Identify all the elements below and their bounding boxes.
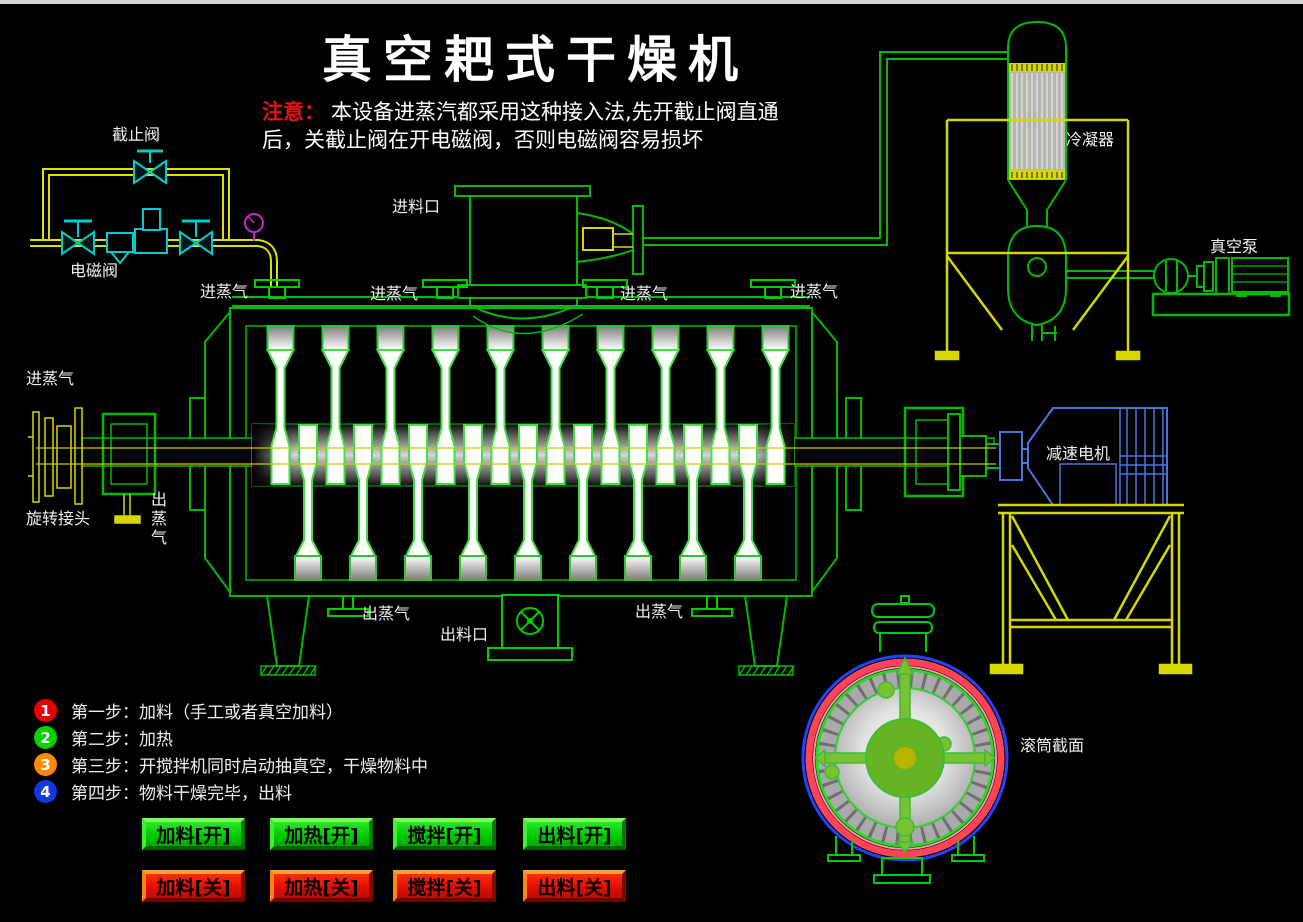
solenoid-valve-icon [106,208,168,265]
step-row-4: 4 第四步：物料干燥完毕，出料 [34,779,292,804]
label-drum-section: 滚筒截面 [1020,736,1085,755]
shaft-centerlines [36,447,996,465]
discharge-on-button[interactable]: 出料[开] [523,818,626,850]
gate-valve-icon [61,219,213,256]
condenser-group [1007,20,1154,341]
label-steam-in-1: 进蒸气 [200,282,249,301]
step-2-badge: 2 [34,726,57,749]
stir-off-button[interactable]: 搅拌[关] [393,870,496,902]
drum-legs [827,836,985,884]
label-vacuum-pump: 真空泵 [1210,237,1259,256]
label-steam-in-4: 进蒸气 [790,282,839,301]
label-steam-out-1: 出蒸气 [362,604,411,623]
steam-bypass-piping [30,149,278,286]
stir-on-button[interactable]: 搅拌[开] [393,818,496,850]
tube-ticks [1011,64,1063,178]
discharge-off-button[interactable]: 出料[关] [523,870,626,902]
label-steam-in-2: 进蒸气 [370,284,419,303]
motor-stand [989,503,1193,675]
dryer-legs [260,595,794,676]
warning-text: 本设备进蒸汽都采用这种接入法,先开截止阀直通后，关截止阀在开电磁阀，否则电磁阀容… [262,100,779,152]
step-1-text: 第一步：加料（手工或者真空加料） [71,703,343,723]
label-steam-out-2: 出蒸气 [635,602,684,621]
step-row-3: 3 第三步：开搅拌机同时启动抽真空，干燥物料中 [34,752,428,777]
heat-on-button[interactable]: 加热[开] [270,818,373,850]
heat-off-button[interactable]: 加热[关] [270,870,373,902]
drum-section-group [801,595,1009,884]
rotary-joint-group [28,407,141,524]
label-gear-motor: 减速电机 [1046,444,1111,463]
rake-blades [265,325,791,581]
step-3-badge: 3 [34,753,57,776]
gear-motor-group [947,407,1168,506]
step-1-badge: 1 [34,699,57,722]
pressure-gauge-icon [244,213,264,241]
vacuum-pump-group [1151,257,1291,317]
leg-hatching [260,665,795,676]
stop-valve-icon [133,149,167,185]
label-steam-in-3: 进蒸气 [620,284,669,303]
step-row-2: 2 第二步：加热 [34,725,173,750]
feed-hopper [454,185,644,335]
label-stop-valve: 截止阀 [112,125,161,144]
sight-glass-icon [582,227,633,251]
vapor-pipe [643,51,1008,246]
window-top-edge [0,0,1303,4]
warning-prefix: 注意： [262,100,325,124]
label-solenoid-valve: 电磁阀 [70,261,119,280]
steam-inlet-stubs [254,279,796,299]
step-4-badge: 4 [34,780,57,803]
discharge-group [487,594,573,661]
warning-note: 注意：本设备进蒸汽都采用这种接入法,先开截止阀直通后，关截止阀在开电磁阀，否则电… [262,99,780,154]
feed-on-button[interactable]: 加料[开] [142,818,245,850]
steam-outlet-stubs [327,597,733,617]
page-title: 真空耙式干燥机 [322,31,749,89]
step-4-text: 第四步：物料干燥完毕，出料 [71,784,292,804]
label-rotary-joint: 旋转接头 [26,509,91,528]
step-2-text: 第二步：加热 [71,730,173,750]
label-discharge-port: 出料口 [440,625,489,644]
label-condenser: 冷凝器 [1066,130,1115,149]
condenser-frame [934,118,1141,361]
step-row-1: 1 第一步：加料（手工或者真空加料） [34,698,343,723]
step-3-text: 第三步：开搅拌机同时启动抽真空，干燥物料中 [71,757,428,777]
label-steam-in-left: 进蒸气 [26,369,75,388]
feed-off-button[interactable]: 加料[关] [142,870,245,902]
label-steam-out-vertical: 出蒸气 [151,490,168,547]
label-feed-port: 进料口 [392,197,441,216]
